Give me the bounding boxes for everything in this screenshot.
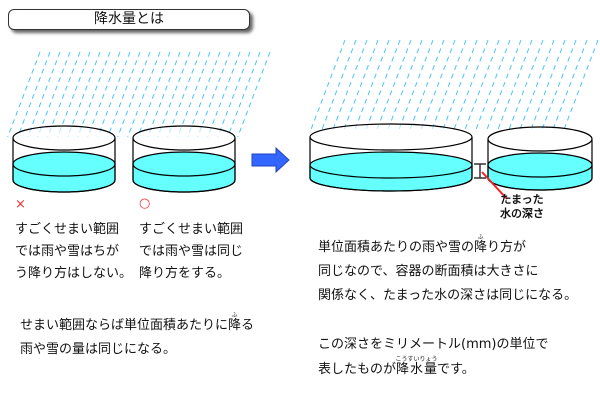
container-cup (12, 125, 116, 193)
rain-streak (17, 51, 51, 138)
rain-streak (87, 51, 121, 138)
text-line: では雨や雪はちが (15, 244, 120, 259)
rain-streak (552, 39, 588, 131)
text-line: この深さをミリメートル(mm)の単位で (318, 337, 549, 352)
text: 単位面積あたりの雨や雪の (318, 240, 475, 255)
text: 降 (474, 240, 488, 255)
rain-streak (37, 51, 71, 138)
rain-streak (453, 39, 489, 131)
rain-streak (167, 51, 201, 138)
text: る (241, 318, 255, 333)
page-title: 降水量とは (8, 9, 250, 30)
rain-streak (464, 39, 500, 131)
rain-streak (77, 51, 111, 138)
rain-streak (354, 39, 390, 131)
good-explanation: すごくせまい範囲 では雨や雪は同じ 降り方をする。 (139, 219, 243, 285)
rain-streak (519, 39, 555, 131)
rain-streak (541, 39, 577, 131)
rain-streak (187, 51, 221, 138)
depth-pointer-line (481, 171, 508, 200)
rain-streak (127, 51, 161, 138)
rain-streak (563, 39, 599, 131)
rain-streak (376, 39, 412, 131)
container-cup (487, 126, 593, 191)
circle-mark: ○ (139, 196, 151, 211)
rain-streak (409, 39, 445, 131)
text-line: すごくせまい範囲 (15, 222, 120, 237)
text-line: 雨や雪の量は同じになる。 (20, 342, 177, 357)
text-line: 降り方をする。 (139, 266, 231, 281)
rain-streak (497, 39, 533, 131)
depth-label-line: たまった (500, 193, 544, 206)
text-line: 同じなので、容器の断面積は大きさに (318, 264, 539, 279)
rain-streaks (7, 39, 599, 138)
explanation-paragraph-1: 単位面積あたりの雨や雪の降ふり方が 同じなので、容器の断面積は大きさに 関係なく… (318, 234, 577, 308)
rain-streak (177, 51, 211, 138)
rain-streak (442, 39, 478, 131)
rain-streak (137, 51, 171, 138)
rain-streak (387, 39, 423, 131)
rain-streak (7, 51, 41, 138)
rain-streak (207, 51, 241, 138)
rain-streak (47, 51, 81, 138)
furigana: ふ (228, 312, 242, 319)
rain-streak (486, 39, 522, 131)
narrow-area-note: せまい範囲ならば単位面積あたりに降ふる 雨や雪の量は同じになる。 (20, 312, 254, 362)
arrow-icon (251, 146, 290, 174)
rain-streak (310, 39, 346, 131)
text-line: では雨や雪は同じ (139, 244, 244, 259)
rain-streak (530, 39, 566, 131)
rain-streak (217, 51, 251, 138)
text: り方が (487, 240, 527, 255)
rain-streak (197, 51, 231, 138)
rain-streak (237, 51, 271, 138)
rain-streak (365, 39, 401, 131)
rain-streak (227, 51, 261, 138)
depth-label-line: 水の深さ (500, 207, 544, 220)
rain-streak (475, 39, 511, 131)
text-line: 関係なく、たまった水の深さは同じになる。 (318, 288, 578, 303)
text: 表したものが (318, 362, 397, 377)
furigana: ふ (474, 234, 488, 241)
rain-streak (321, 39, 357, 131)
rain-streak (157, 51, 191, 138)
furigana: こうすいりょう (395, 356, 438, 363)
container-cup (309, 123, 473, 192)
depth-bracket (474, 163, 486, 179)
rain-streak (420, 39, 456, 131)
rain-streak (431, 39, 467, 131)
rain-streak (398, 39, 434, 131)
text: 降水量 (395, 362, 438, 377)
rain-streak (57, 51, 91, 138)
text-line: う降り方はしない。 (15, 266, 133, 281)
cross-mark: × (15, 197, 26, 212)
text: せまい範囲ならば単位面積あたりに (20, 318, 229, 333)
text: 降 (228, 318, 242, 333)
rain-streak (117, 51, 151, 138)
rain-streak (343, 39, 379, 131)
rain-streak (27, 51, 61, 138)
rain-streak (147, 51, 181, 138)
rain-streak (67, 51, 101, 138)
depth-label: たまった 水の深さ (500, 193, 544, 221)
rain-streak (107, 51, 141, 138)
explanation-paragraph-2: この深さをミリメートル(mm)の単位で 表したものが降水量こうすいりょうです。 (318, 333, 548, 381)
bad-explanation: すごくせまい範囲 では雨や雪はちが う降り方はしない。 (15, 219, 132, 285)
text: です。 (437, 362, 475, 377)
text-line: すごくせまい範囲 (139, 222, 244, 237)
rain-streak (97, 51, 131, 138)
container-cup (132, 125, 236, 193)
rain-streak (332, 39, 368, 131)
rain-streak (508, 39, 544, 131)
